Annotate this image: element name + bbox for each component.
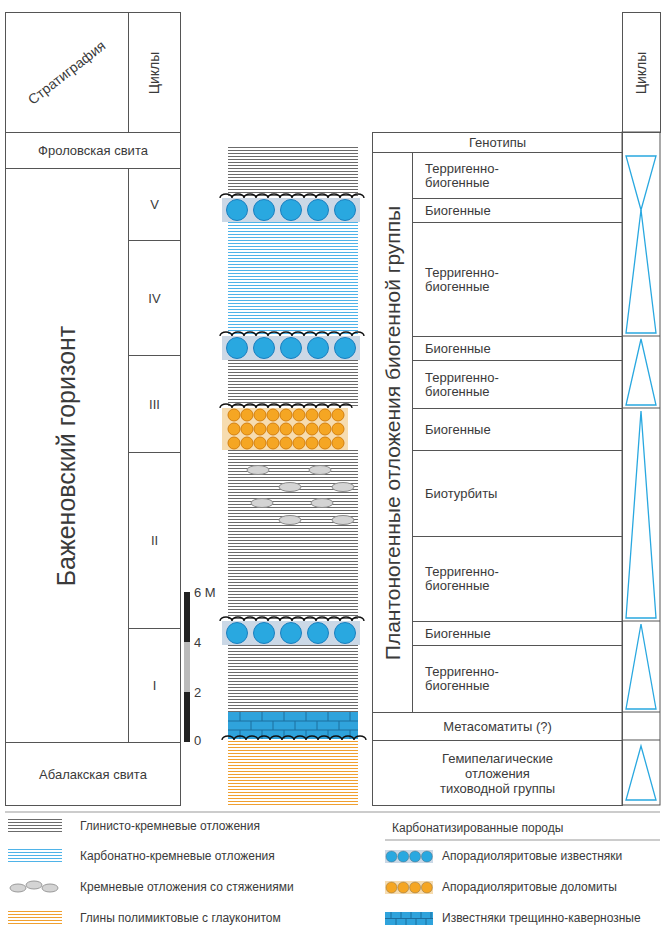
genotype-cell: Терригенно- биогенные (412, 645, 623, 713)
formation-cell: Фроловская свита (5, 132, 181, 169)
legend-text: Карбонатно-кремневые отложения (80, 849, 275, 864)
scale-label: 4 (194, 635, 201, 650)
fractured-limestone (228, 712, 358, 739)
legend-text: Глины полимиктовые с глауконитом (80, 911, 281, 926)
legend-swatch (8, 818, 62, 834)
genotype-cell: Биотурбиты (412, 450, 623, 537)
legend-heading: Карбонатизированные породы (392, 821, 563, 836)
cell-text: Циклы (634, 51, 649, 94)
cell-text: Абалакская свита (39, 767, 147, 782)
genotype-cell: Терригенно- биогенные (412, 222, 623, 337)
cell-text: Биогенные (425, 341, 491, 356)
scale-label: 0 (194, 733, 201, 748)
legend-text: Апорадиоляритовые известняки (442, 849, 622, 864)
genotype-cell: Терригенно- биогенные (412, 360, 623, 409)
legend-swatch (385, 910, 433, 926)
limestone-bands (222, 198, 360, 645)
group-cell: Плантоногенные отложения биогенной групп… (372, 152, 413, 713)
cell-text: Терригенно- биогенные (425, 665, 525, 693)
cell-text: Гемипелагические отложения тиховодной гр… (430, 751, 565, 796)
dolomite-band (222, 408, 348, 450)
genotype-cell: Биогенные (412, 621, 623, 646)
horizon-cell: Баженовский горизонт (5, 168, 129, 743)
header-cell: Циклы (128, 12, 181, 133)
cell-text: Биогенные (425, 626, 491, 641)
genotype-cell: Терригенно- биогенные (412, 536, 623, 622)
cell-text: Терригенно- биогенные (425, 371, 525, 399)
header-cell: Циклы (622, 12, 661, 133)
scale-bar (184, 592, 190, 742)
legend-text: Известняки трещинно-кавернозные (442, 911, 641, 926)
unconformity-lines (220, 194, 366, 740)
header-cell: Стратиграфия (5, 12, 129, 133)
legend-text: Кремневые отложения со стяжениями (80, 880, 294, 895)
legend-swatch (8, 910, 62, 926)
cell-text: Биогенные (425, 203, 491, 218)
cell-text: Биогенные (425, 422, 491, 437)
genotype-cell: Терригенно- биогенные (412, 152, 623, 199)
cell-text: Терригенно- биогенные (425, 565, 525, 593)
cell-text: Метасоматиты (?) (443, 719, 552, 734)
scale-label: 6 М (194, 585, 216, 600)
cell-text: Фроловская свита (38, 143, 148, 158)
cycle-cell: IV (128, 240, 181, 356)
cell-text: IV (148, 291, 160, 306)
cell-text: V (150, 197, 159, 212)
legend-rules (5, 812, 660, 840)
genotype-cell: Биогенные (412, 336, 623, 361)
legend-swatch (8, 879, 62, 895)
cell-text: Биотурбиты (425, 486, 497, 501)
cell-text: II (151, 533, 158, 548)
nodules (247, 466, 354, 525)
cell-text: Стратиграфия (25, 38, 108, 108)
genotype-cell: Биогенные (412, 408, 623, 451)
legend-swatch (385, 848, 433, 864)
genotype-cell: Биогенные (412, 198, 623, 223)
cell-text: Терригенно- биогенные (425, 266, 525, 294)
header-cell: Генотипы (372, 132, 623, 153)
scale-label: 2 (194, 685, 201, 700)
genotype-cell: Гемипелагические отложения тиховодной гр… (372, 740, 623, 806)
cell-text: Плантоногенные отложения биогенной групп… (381, 205, 404, 659)
formation-cell: Абалакская свита (5, 742, 181, 806)
cell-text: III (149, 397, 160, 412)
cycle-cell: V (128, 168, 181, 241)
cycle-cell: II (128, 452, 181, 629)
cell-text: I (153, 678, 157, 693)
cycle-cell: III (128, 355, 181, 453)
cycle-cell: I (128, 628, 181, 743)
legend-text: Апорадиоляритовые доломиты (442, 880, 617, 895)
cell-text: Циклы (147, 51, 162, 94)
legend-swatch (8, 848, 62, 864)
cycle-column (622, 132, 660, 805)
lithology-layers (228, 145, 358, 805)
genotype-cell: Метасоматиты (?) (372, 712, 623, 741)
cell-text: Генотипы (469, 135, 526, 150)
cell-text: Баженовский горизонт (53, 325, 81, 586)
legend-swatch (385, 879, 433, 895)
cell-text: Терригенно- биогенные (425, 162, 525, 190)
legend-text: Глинисто-кремневые отложения (80, 819, 260, 834)
